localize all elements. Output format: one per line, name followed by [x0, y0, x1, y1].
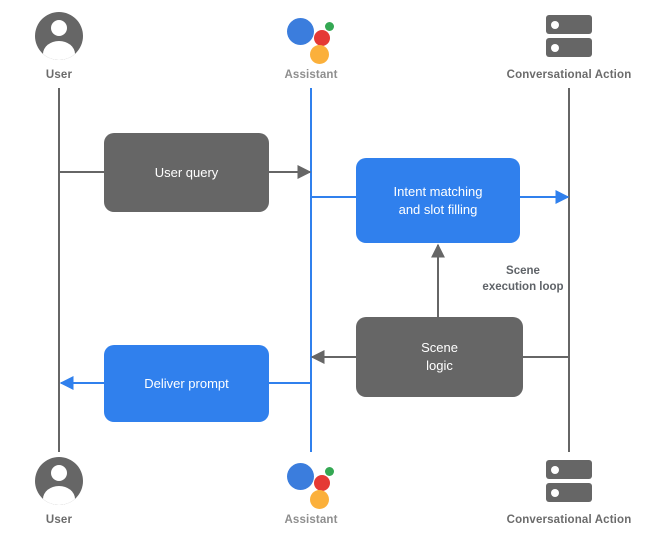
annotation-scene-execution-loop: Scene execution loop	[443, 263, 603, 295]
annotation-scene-execution-loop-line2: execution loop	[482, 281, 564, 293]
box-scene-logic[interactable]: Scene logic	[356, 317, 523, 397]
box-user-query[interactable]: User query	[104, 133, 269, 212]
box-user-query-label: User query	[154, 164, 219, 180]
box-intent-matching-line1: Intent matching	[393, 183, 483, 199]
box-intent-matching-label: Intent matching and slot filling	[394, 183, 483, 219]
box-intent-matching-line2: and slot filling	[398, 201, 478, 217]
box-deliver-prompt-label: Deliver prompt	[144, 375, 229, 391]
box-intent-matching[interactable]: Intent matching and slot filling	[356, 158, 520, 243]
box-scene-logic-line2: logic	[426, 358, 453, 373]
box-scene-logic-label: Scene logic	[421, 339, 458, 375]
annotation-scene-execution-loop-line1: Scene	[506, 265, 540, 277]
box-scene-logic-line1: Scene	[421, 340, 458, 355]
box-deliver-prompt[interactable]: Deliver prompt	[104, 345, 269, 422]
